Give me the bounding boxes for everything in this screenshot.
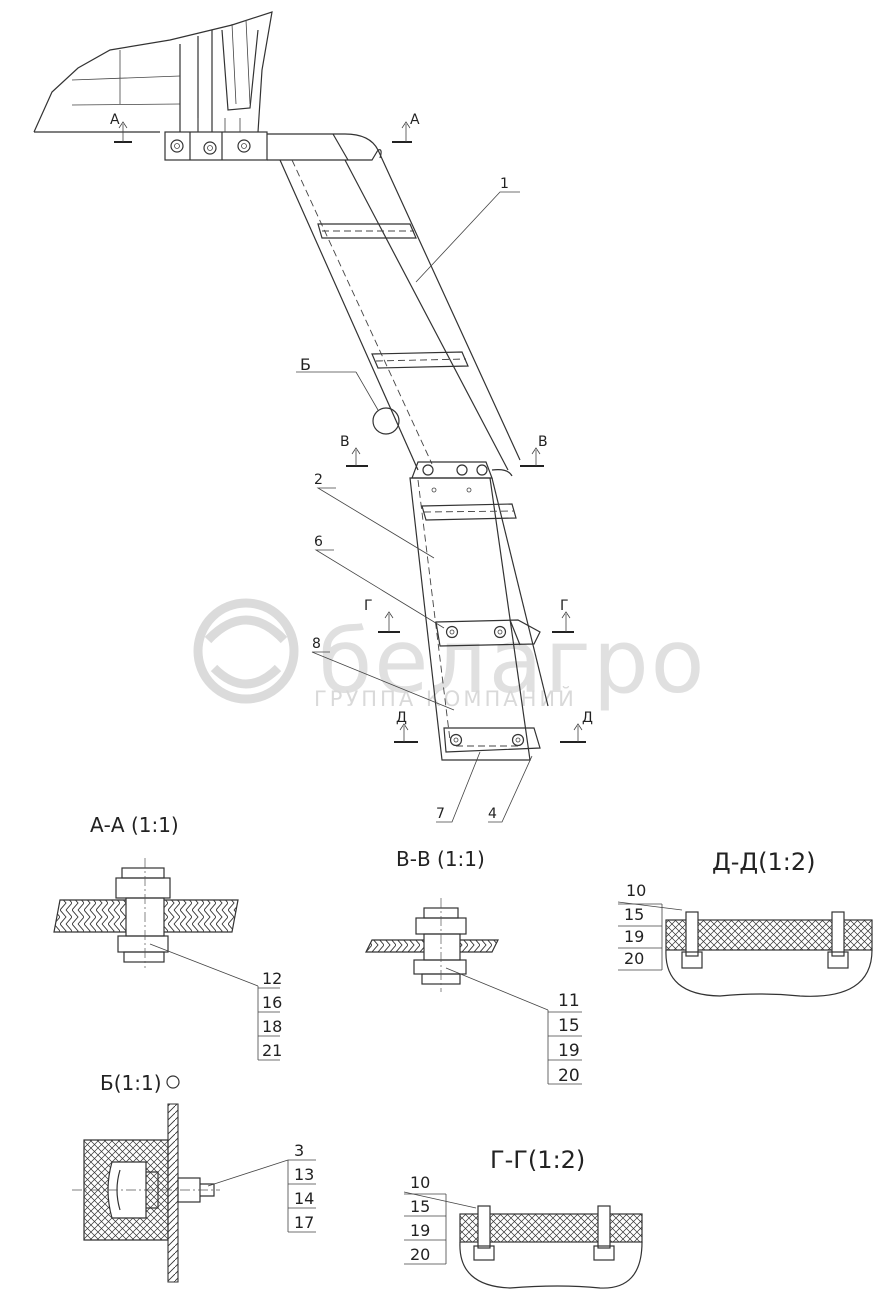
items-table-dd: 10 15 19 20 [617,881,683,971]
brand-logo-icon [193,598,299,704]
gg-item: 19 [410,1221,430,1240]
section-mark-g-left: Г [364,598,373,614]
vv-item: 19 [558,1041,580,1061]
aa-item: 21 [262,1041,282,1060]
items-table-aa: 12 16 18 21 [257,969,282,1061]
section-line-a: А А [110,112,420,143]
view-gg-title: Г-Г(1:2) [490,1146,585,1174]
detail-view-b: Б(1:1) 3 13 14 17 [72,1071,316,1283]
dd-item: 15 [624,905,644,924]
gg-item: 15 [410,1197,430,1216]
gg-item: 10 [410,1173,430,1192]
view-dd-title: Д-Д(1:2) [712,848,816,876]
section-view-gg: Г-Г(1:2) 10 15 19 20 [403,1146,643,1289]
section-view-aa: А-А (1:1) 12 16 18 21 [53,813,282,1061]
section-mark-v-left: В [340,434,350,450]
gg-item: 20 [410,1245,430,1264]
view-vv-title: В-В (1:1) [396,847,485,871]
callout-part-8: 8 [312,636,321,652]
callout-part-1: 1 [500,176,509,192]
section-mark-a-left: А [110,112,120,128]
items-table-gg: 10 15 19 20 [403,1173,477,1265]
view-aa-title: А-А (1:1) [90,813,179,837]
b-item: 13 [294,1165,314,1184]
aa-item: 12 [262,969,282,988]
callout-part-4: 4 [488,806,497,822]
aa-item: 18 [262,1017,282,1036]
items-table-b: 3 13 14 17 [287,1141,316,1233]
section-line-d: Д Д [394,710,593,743]
dd-item: 20 [624,949,644,968]
dd-item: 19 [624,927,644,946]
watermark: белагро ГРУППА КОМПАНИЙ [193,598,705,713]
aa-item: 16 [262,993,282,1012]
section-mark-d-left: Д [396,710,407,726]
section-mark-b-label: Б [300,355,311,374]
b-item: 3 [294,1141,304,1160]
section-mark-v-right: В [538,434,548,450]
section-mark-g-right: Г [560,598,569,614]
vv-item: 15 [558,1016,580,1036]
callout-part-6: 6 [314,534,323,550]
b-item: 14 [294,1189,314,1208]
vv-item: 20 [558,1066,580,1086]
dd-item: 10 [626,881,646,900]
watermark-tagline: ГРУППА КОМПАНИЙ [314,686,577,711]
part-callouts: 1 2 6 8 7 4 [311,176,533,823]
section-line-g: Г Г [364,598,574,633]
items-table-vv: 11 15 19 20 [547,991,582,1086]
view-b-title: Б(1:1) [100,1071,162,1095]
section-view-vv: В-В (1:1) 11 15 19 20 [365,847,582,1086]
vv-item: 11 [558,991,580,1011]
section-mark-d-right: Д [582,710,593,726]
section-view-dd: Д-Д(1:2) 10 15 19 20 [617,848,873,997]
section-line-v: В В [340,434,548,467]
b-item: 17 [294,1213,314,1232]
section-mark-a-right: А [410,112,420,128]
callout-part-2: 2 [314,472,323,488]
callout-part-7: 7 [436,806,445,822]
main-assembly: Б А [33,11,593,823]
